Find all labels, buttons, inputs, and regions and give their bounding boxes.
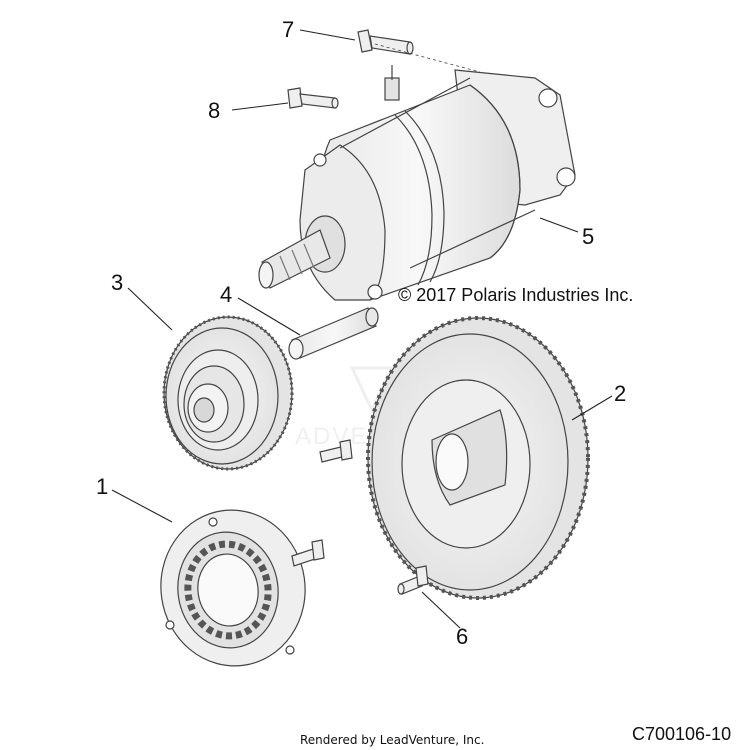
one-way-clutch-1	[160, 509, 306, 667]
callout-7: 7	[282, 17, 295, 42]
bolt-8	[287, 87, 339, 109]
copyright-notice: © 2017 Polaris Industries Inc.	[398, 285, 634, 305]
callout-3: 3	[111, 270, 124, 295]
idler-gear-3	[162, 315, 294, 471]
leader-6	[421, 591, 461, 629]
bolt-7	[357, 29, 414, 55]
starter-motor	[258, 65, 576, 301]
leader-2	[571, 395, 613, 421]
starter-gear-2	[366, 316, 590, 600]
callout-4: 4	[220, 282, 233, 307]
leader-3	[127, 287, 173, 331]
callout-8: 8	[208, 98, 221, 123]
bolt-6a	[319, 439, 353, 463]
callout-6: 6	[456, 624, 469, 649]
leader-1	[111, 489, 173, 523]
leader-4	[237, 297, 301, 336]
figure-id: C700106-10	[632, 724, 732, 744]
callout-1: 1	[96, 474, 109, 499]
callout-5: 5	[582, 224, 595, 249]
callout-2: 2	[614, 381, 627, 406]
bolt-6c	[397, 565, 429, 595]
leader-5	[539, 217, 579, 233]
pin-4	[288, 307, 379, 360]
leader-7	[299, 29, 356, 41]
leader-lines	[111, 29, 613, 629]
rendered-by-credit: Rendered by LeadVenture, Inc.	[300, 733, 485, 747]
leader-8	[231, 102, 289, 111]
bolt-6b	[291, 539, 325, 567]
